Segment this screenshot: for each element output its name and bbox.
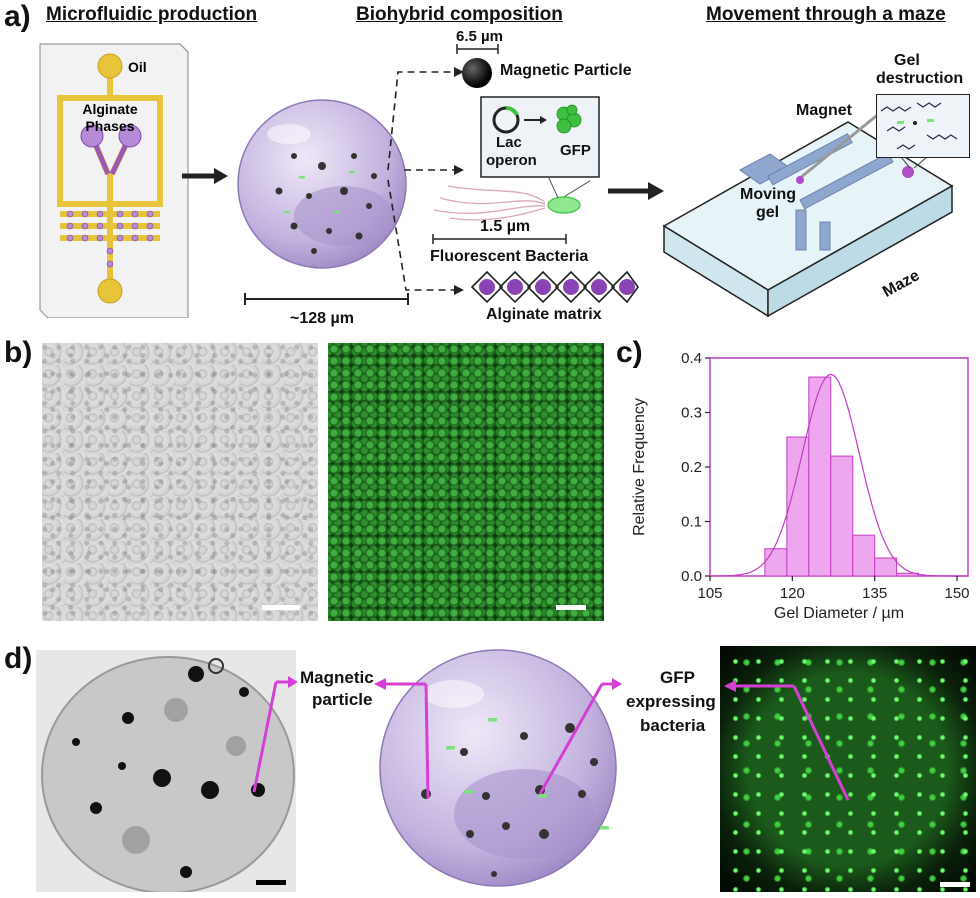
- magnet-label: Magnet: [796, 102, 852, 119]
- scale-bar: [256, 880, 286, 885]
- x-axis-label: Gel Diameter / µm: [774, 605, 904, 622]
- x-tick-label: 120: [780, 585, 805, 602]
- moving-gel-label-1: Moving: [740, 186, 796, 203]
- histogram-bar: [874, 557, 898, 577]
- histogram-bar: [808, 376, 832, 577]
- bacteria-size-bar: [432, 234, 567, 244]
- bacteria-size-label: 1.5 µm: [480, 218, 531, 235]
- alginate-label-2: Phases: [85, 118, 134, 134]
- alginate-label-1: Alginate: [82, 101, 137, 117]
- particle-size-bar: [456, 44, 499, 54]
- x-tick-label: 105: [697, 585, 722, 602]
- magnetic-particle-icon: [462, 58, 492, 88]
- gfp-label-line3: bacteria: [640, 716, 706, 735]
- lac-operon-box: [480, 96, 600, 178]
- operon-label: operon: [486, 152, 537, 169]
- particle-pointer-arrow: [252, 676, 298, 793]
- gaussian-fit-line: [710, 373, 968, 577]
- scale-bar: [940, 882, 970, 887]
- particle-size-label: 6.5 µm: [456, 28, 503, 45]
- y-tick-label: 0.0: [681, 568, 702, 585]
- moving-gel-label-2: gel: [756, 204, 780, 221]
- dashed-connectors: [387, 67, 464, 295]
- scale-bar: [262, 605, 300, 610]
- fluorescence-micrograph: [328, 343, 604, 621]
- gfp-pointer-arrow: [538, 678, 622, 795]
- gel-size-bar: [244, 293, 409, 305]
- heading-microfluidic-production: Microfluidic production: [46, 4, 258, 25]
- histogram-bar: [786, 436, 810, 577]
- y-tick-label: 0.1: [681, 514, 702, 531]
- y-tick-label: 0.3: [681, 405, 702, 422]
- histogram-bar: [764, 548, 788, 577]
- heading-movement-through-maze: Movement through a maze: [706, 4, 946, 25]
- panel-b-label: b): [4, 336, 33, 369]
- gfp-label-line1: GFP: [660, 668, 695, 687]
- magnetic-label: Magnetic: [300, 668, 374, 687]
- maze-diagram: [662, 106, 954, 318]
- y-tick-label: 0.2: [681, 459, 702, 476]
- histogram-bar: [852, 534, 876, 577]
- panel-d-label: d): [4, 642, 33, 675]
- gfp-label-line2: expressing: [626, 692, 716, 711]
- magnetic-particle-label: Magnetic Particle: [500, 62, 632, 79]
- lac-label: Lac: [496, 134, 522, 151]
- alginate-matrix-chain: [470, 270, 639, 304]
- scale-bar: [556, 605, 586, 610]
- panel-a-label: a): [4, 0, 31, 33]
- alginate-matrix-label: Alginate matrix: [486, 306, 602, 323]
- particle-label: particle: [312, 690, 373, 709]
- panel-c-label: c): [616, 336, 643, 369]
- gel-destruction-label-1: Gel: [894, 52, 920, 69]
- microfluidic-chip-diagram: Oil Alginate Phases: [39, 43, 189, 318]
- arrow-right-icon: [608, 182, 664, 200]
- y-axis-label: Relative Frequency: [631, 398, 648, 536]
- gel-size-label: ~128 µm: [290, 310, 354, 327]
- arrow-right-icon: [182, 168, 228, 184]
- histogram-bar: [830, 455, 854, 577]
- gel-droplet-diagram: [379, 649, 617, 887]
- y-tick-label: 0.4: [681, 350, 702, 367]
- brightfield-micrograph: [42, 343, 318, 621]
- x-tick-label: 150: [945, 585, 970, 602]
- fluorescence-pointer-arrow: [724, 680, 850, 801]
- x-tick-label: 135: [862, 585, 887, 602]
- magnetic-pointer-arrow: [374, 678, 430, 799]
- gel-destruction-label-2: destruction: [876, 70, 964, 87]
- oil-label: Oil: [128, 59, 147, 75]
- gel-destruction-inset: [876, 94, 970, 158]
- gel-droplet-diagram: [237, 99, 407, 269]
- fluorescent-bacteria-label: Fluorescent Bacteria: [430, 248, 589, 265]
- heading-biohybrid-composition: Biohybrid composition: [356, 4, 563, 25]
- gfp-label: GFP: [560, 142, 591, 159]
- single-gel-brightfield: [36, 650, 296, 892]
- bacterium-icon: [433, 175, 590, 221]
